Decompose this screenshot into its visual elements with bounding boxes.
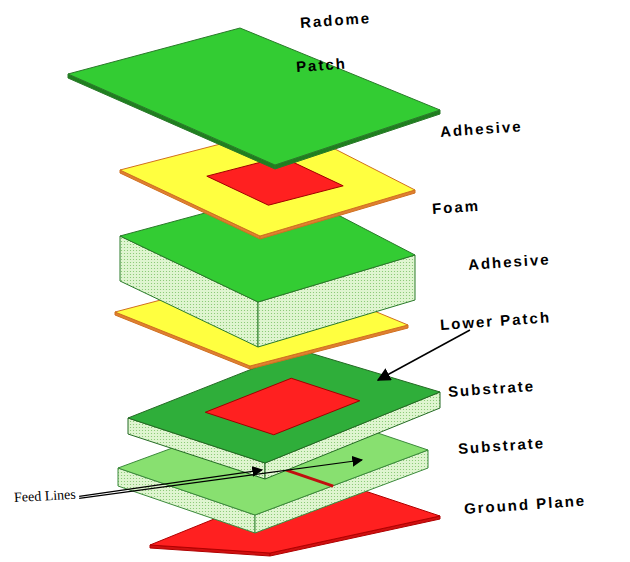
layer-label: Radome	[299, 9, 371, 31]
layer-label: Lower Patch	[439, 308, 551, 333]
layer-label: Foam	[431, 197, 480, 217]
layer-label: Adhesive	[467, 250, 551, 273]
leader-line	[378, 330, 470, 380]
layer-label: Substrate	[457, 434, 545, 457]
layer-top	[128, 350, 440, 463]
callout-label: Feed Lines	[14, 487, 77, 506]
lower-patch	[205, 378, 360, 435]
layer-label: Adhesive	[439, 117, 523, 140]
layer-label: Ground Plane	[463, 491, 586, 516]
layer-label: Substrate	[447, 377, 535, 400]
leader-line	[79, 460, 362, 498]
leader-line	[79, 470, 262, 496]
layer-label: Patch	[295, 54, 347, 75]
layer-top	[68, 28, 440, 165]
